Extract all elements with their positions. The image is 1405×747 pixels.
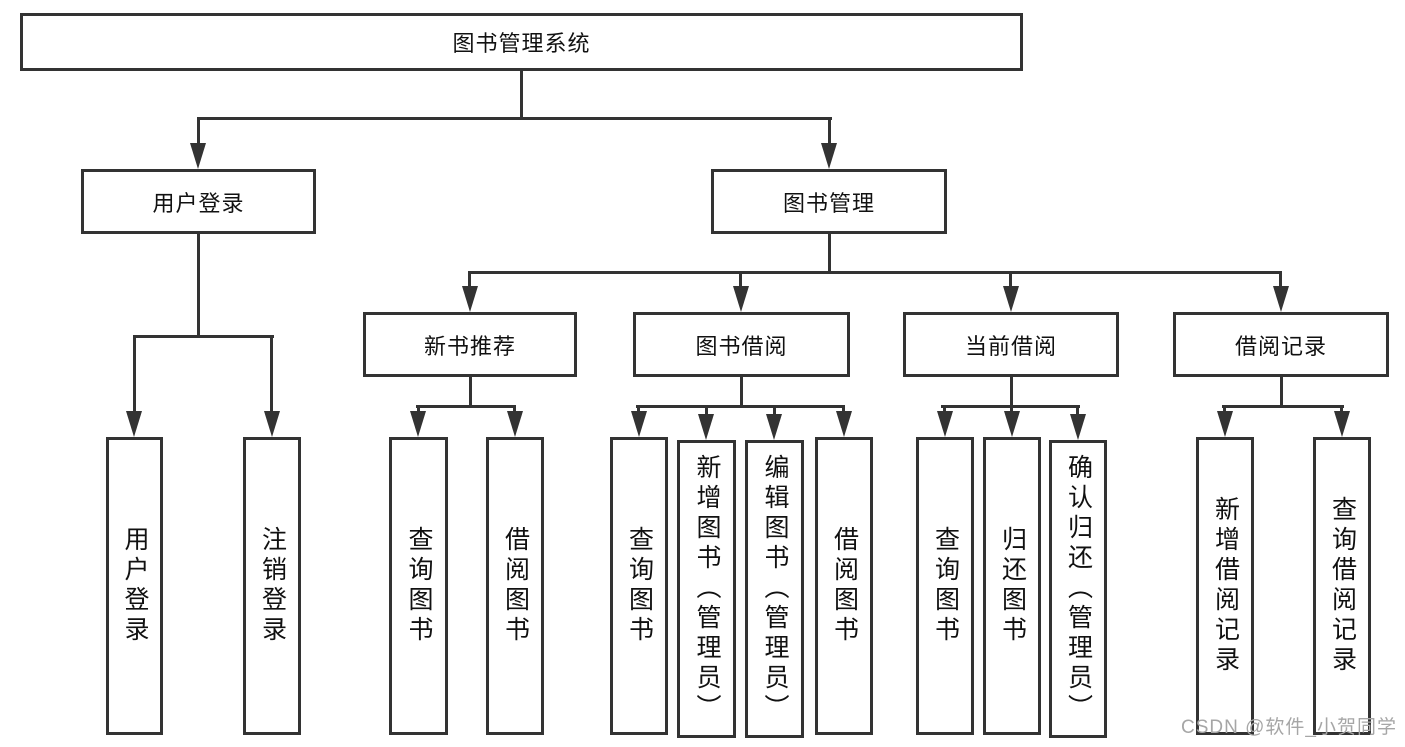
connector-line <box>740 377 743 408</box>
connector-line <box>739 271 742 289</box>
arrow-down-icon <box>1070 414 1086 440</box>
node-root-label: 图书管理系统 <box>452 31 591 56</box>
leaf-logout: 注销登录 <box>243 437 301 735</box>
arrow-down-icon <box>1217 411 1233 437</box>
arrow-down-icon <box>264 411 280 437</box>
arrow-down-icon <box>410 411 426 437</box>
arrow-down-icon <box>698 414 714 440</box>
arrow-down-icon <box>507 411 523 437</box>
arrow-down-icon <box>631 411 647 437</box>
connector-line <box>520 71 523 120</box>
leaf-borrow-books-2: 借阅图书 <box>815 437 873 735</box>
leaf-user-login-label: 用户登录 <box>121 526 149 646</box>
connector-line <box>197 117 200 149</box>
leaf-query-books-1-label: 查询图书 <box>405 526 433 646</box>
node-new-book-recommend: 新书推荐 <box>363 312 577 377</box>
arrow-down-icon <box>1273 286 1289 312</box>
node-current-borrow-label: 当前借阅 <box>964 333 1057 359</box>
leaf-query-books-3-label: 查询图书 <box>931 526 960 646</box>
connector-line <box>828 234 831 274</box>
leaf-add-borrow-record: 新增借阅记录 <box>1196 437 1254 735</box>
arrow-down-icon <box>462 286 478 312</box>
arrow-down-icon <box>937 411 953 437</box>
arrow-down-icon <box>836 411 852 437</box>
node-book-management-label: 图书管理 <box>782 190 875 216</box>
arrow-down-icon <box>1004 411 1020 437</box>
leaf-confirm-return-admin-label: 确认归还（管理员） <box>1064 454 1093 724</box>
arrow-down-icon <box>190 143 206 169</box>
node-book-borrow: 图书借阅 <box>633 312 850 377</box>
connector-line <box>133 335 274 338</box>
leaf-query-books-1: 查询图书 <box>389 437 448 735</box>
node-root: 图书管理系统 <box>20 13 1023 71</box>
connector-line <box>705 405 708 417</box>
arrow-down-icon <box>126 411 142 437</box>
leaf-borrow-books-1: 借阅图书 <box>486 437 544 735</box>
node-user-login: 用户登录 <box>81 169 316 234</box>
connector-line <box>1280 377 1283 408</box>
connector-line <box>1010 377 1013 408</box>
leaf-logout-label: 注销登录 <box>258 526 287 646</box>
leaf-query-books-2: 查询图书 <box>610 437 668 735</box>
leaf-borrow-books-2-label: 借阅图书 <box>830 526 859 646</box>
leaf-query-books-2-label: 查询图书 <box>625 526 654 646</box>
leaf-edit-book-admin-label: 编辑图书（管理员） <box>761 454 789 724</box>
node-book-management: 图书管理 <box>711 169 947 234</box>
leaf-return-book-label: 归还图书 <box>998 526 1027 646</box>
leaf-add-book-admin-label: 新增图书（管理员） <box>693 454 721 724</box>
connector-line <box>468 271 1282 274</box>
node-book-borrow-label: 图书借阅 <box>695 333 788 359</box>
connector-line <box>1222 405 1344 408</box>
arrow-down-icon <box>733 286 749 312</box>
arrow-down-icon <box>1003 286 1019 312</box>
watermark: CSDN @软件_小贺同学 <box>1181 717 1397 738</box>
node-borrow-records-label: 借阅记录 <box>1234 333 1327 359</box>
connector-line <box>197 117 832 120</box>
leaf-query-borrow-record-label: 查询借阅记录 <box>1328 496 1357 676</box>
leaf-query-borrow-record: 查询借阅记录 <box>1313 437 1371 735</box>
node-new-book-recommend-label: 新书推荐 <box>423 333 516 359</box>
node-borrow-records: 借阅记录 <box>1173 312 1389 377</box>
leaf-confirm-return-admin: 确认归还（管理员） <box>1049 440 1107 738</box>
connector-line <box>1279 271 1282 289</box>
node-user-login-label: 用户登录 <box>152 190 245 216</box>
arrow-down-icon <box>821 143 837 169</box>
connector-line <box>828 117 831 149</box>
leaf-user-login: 用户登录 <box>106 437 163 735</box>
leaf-add-book-admin: 新增图书（管理员） <box>677 440 736 738</box>
connector-line <box>133 335 136 415</box>
connector-line <box>197 234 200 338</box>
arrow-down-icon <box>1334 411 1350 437</box>
node-current-borrow: 当前借阅 <box>903 312 1119 377</box>
connector-line <box>469 377 472 408</box>
connector-line <box>1009 271 1012 289</box>
leaf-edit-book-admin: 编辑图书（管理员） <box>745 440 804 738</box>
leaf-borrow-books-1-label: 借阅图书 <box>501 526 530 646</box>
leaf-add-borrow-record-label: 新增借阅记录 <box>1211 496 1240 676</box>
leaf-return-book: 归还图书 <box>983 437 1041 735</box>
arrow-down-icon <box>766 414 782 440</box>
connector-line <box>773 405 776 417</box>
connector-line <box>270 335 273 415</box>
connector-line <box>1076 405 1079 417</box>
connector-line <box>468 271 471 289</box>
leaf-query-books-3: 查询图书 <box>916 437 974 735</box>
connector-line <box>416 405 516 408</box>
connector-line <box>636 405 845 408</box>
